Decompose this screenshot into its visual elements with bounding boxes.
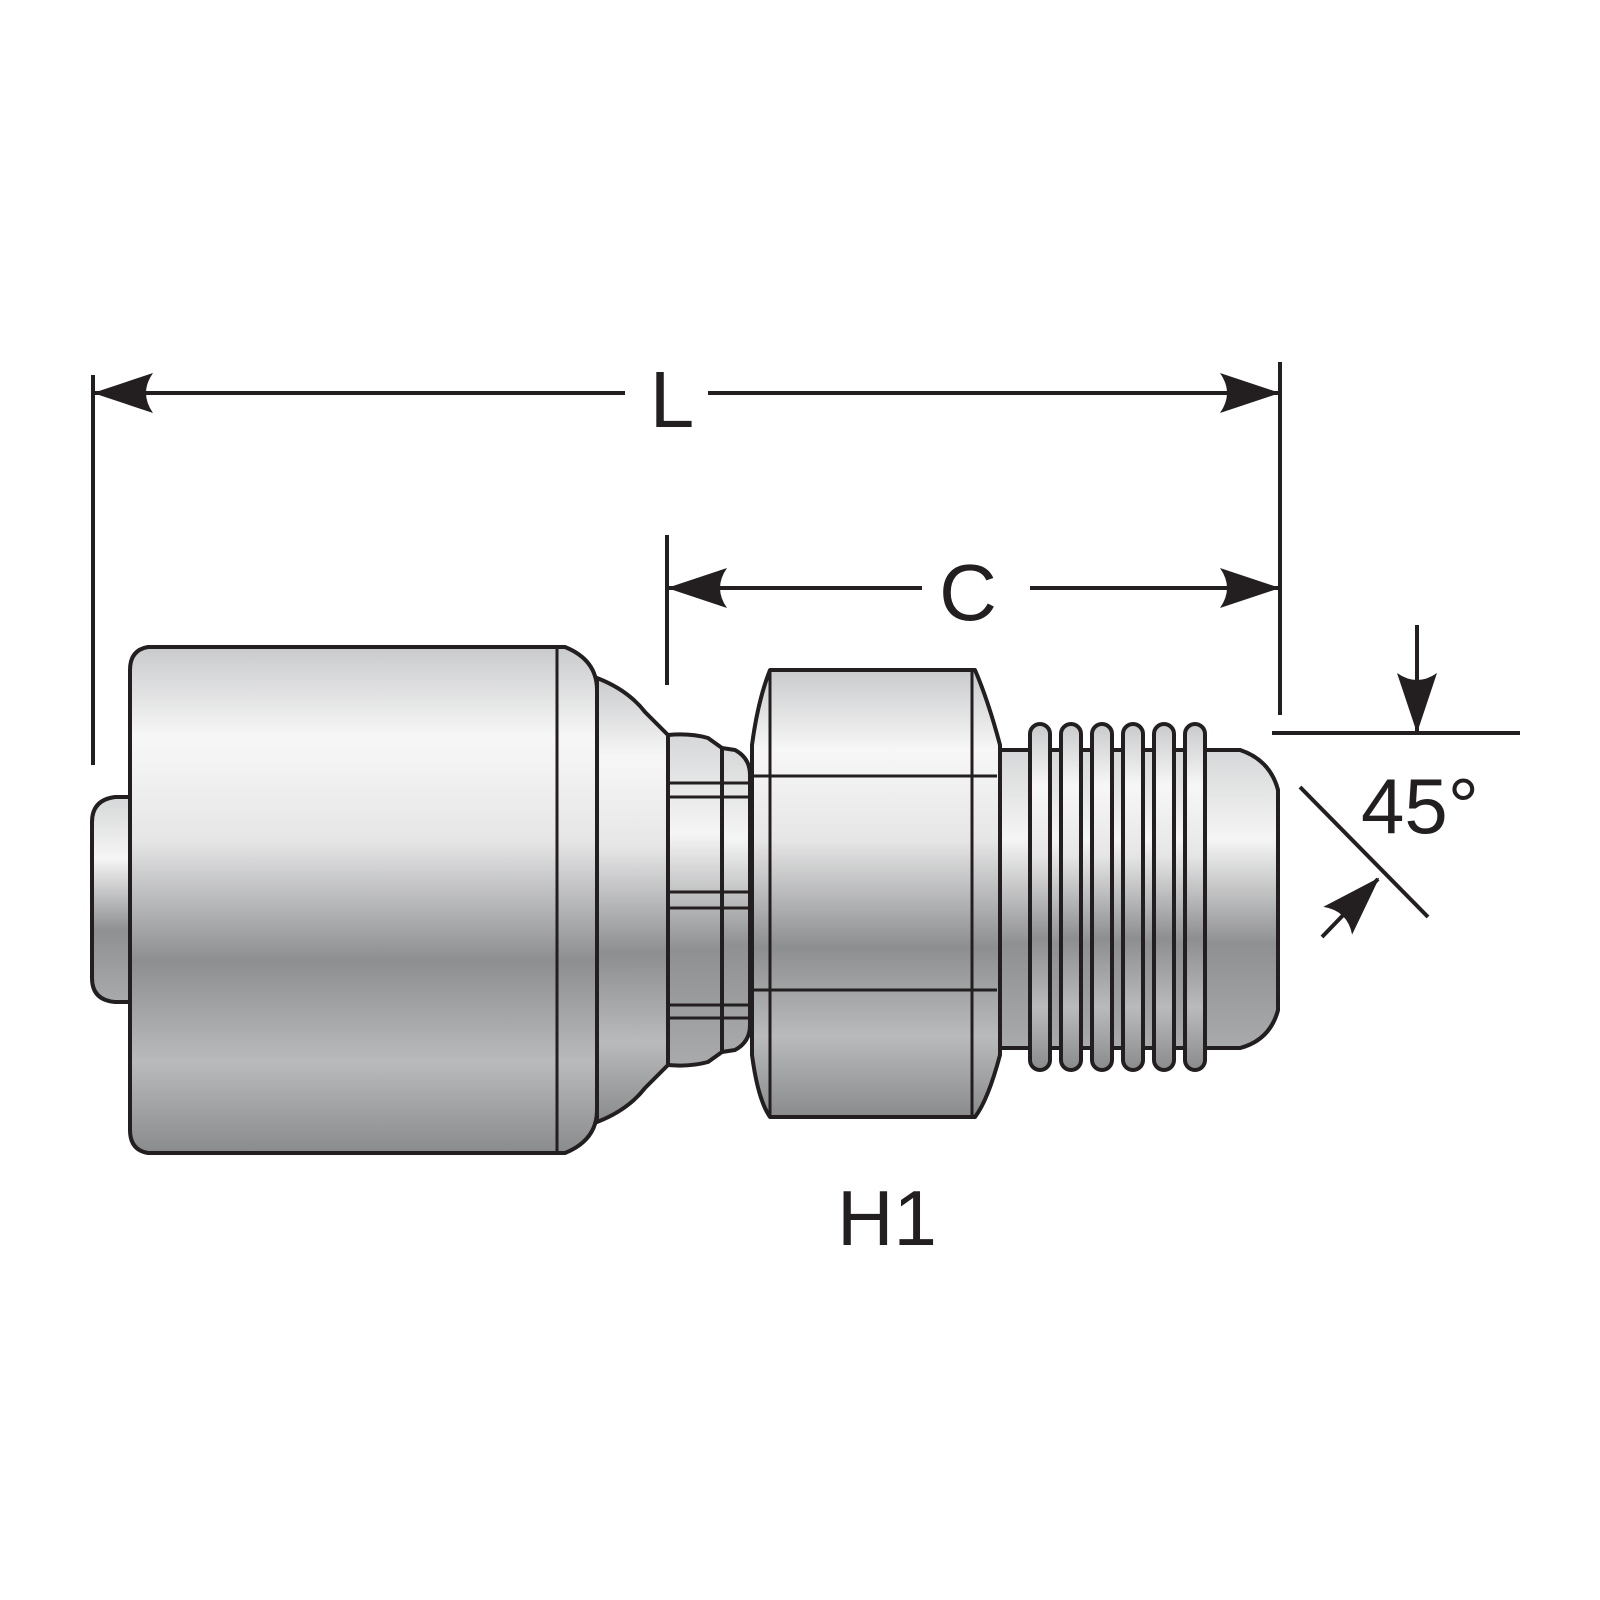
thread-crest — [1121, 722, 1145, 1072]
ferrule-taper — [595, 676, 670, 1124]
ferrule-shell — [128, 645, 599, 1155]
hex-nut — [750, 668, 1002, 1119]
angle-callout: 45° — [1272, 625, 1520, 939]
thread-crests — [1028, 722, 1207, 1072]
thread-crest — [1183, 722, 1207, 1072]
hex-label: H1 — [837, 1174, 937, 1262]
hose-fitting — [90, 645, 1280, 1155]
angle-label: 45° — [1361, 762, 1479, 850]
angle-flare-line — [1298, 785, 1430, 919]
thread-crest — [1059, 722, 1083, 1072]
thread-crest — [1090, 722, 1114, 1072]
dimension-c: C — [665, 535, 1280, 685]
dimension-l-label: L — [650, 355, 695, 444]
thread-crest — [1152, 722, 1176, 1072]
flare-nose — [1203, 748, 1280, 1050]
dimension-l: L — [91, 355, 1282, 765]
angle-arrow-diagonal — [1320, 877, 1380, 939]
thread-crest — [1028, 722, 1052, 1072]
dimension-c-label: C — [939, 548, 997, 637]
